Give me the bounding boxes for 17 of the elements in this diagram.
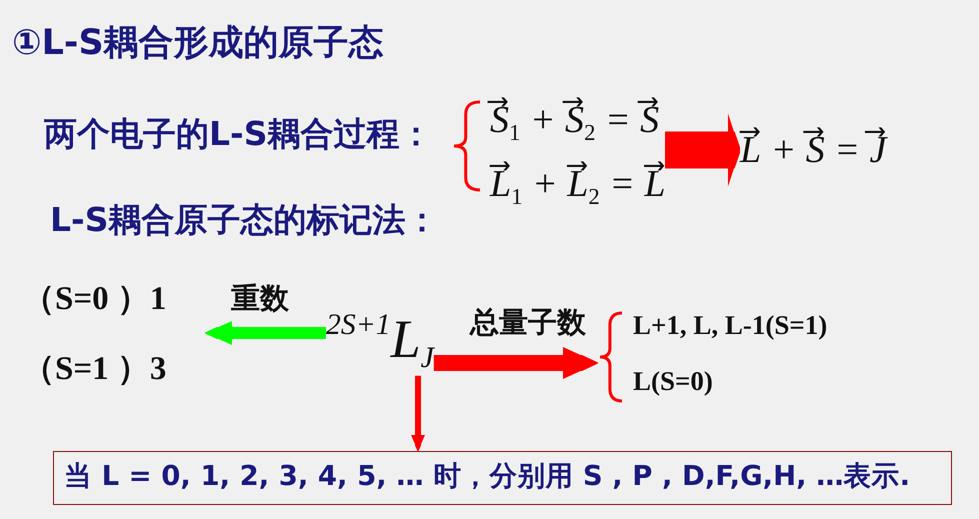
equation: L⃗$_{1}$ + L⃗$_{2}$ = L⃗ bbox=[490, 160, 666, 208]
block-arrow bbox=[665, 114, 740, 186]
arrow bbox=[434, 347, 598, 379]
arrow bbox=[205, 321, 326, 345]
heading-text: 两个电子的L-S耦合过程： bbox=[44, 114, 432, 154]
slide-title: ①L-S耦合形成的原子态 bbox=[12, 22, 384, 64]
spin-multiplicity-text: （S=0 ）1 bbox=[22, 280, 166, 319]
note-text: 当 L = 0, 1, 2, 3, 4, 5, … 时，分别用 S , P , D,F,G,H, …表示. bbox=[64, 460, 910, 493]
term-symbol: $^{2S+1}$L$_{J}$ bbox=[326, 307, 434, 376]
heading-text: L-S耦合原子态的标记法： bbox=[50, 200, 438, 240]
equation: S⃗$_{1}$ + S⃗$_{2}$ = S⃗ bbox=[490, 92, 660, 144]
quantum-number-text: L(S=0) bbox=[633, 365, 713, 398]
arrow bbox=[411, 376, 425, 451]
note-box bbox=[53, 451, 952, 505]
spin-multiplicity-text: （S=1 ）3 bbox=[22, 350, 166, 389]
quantum-number-text: L+1, L, L-1(S=1) bbox=[633, 309, 828, 342]
equation: L⃗ + S⃗ = J⃗ bbox=[740, 122, 886, 174]
